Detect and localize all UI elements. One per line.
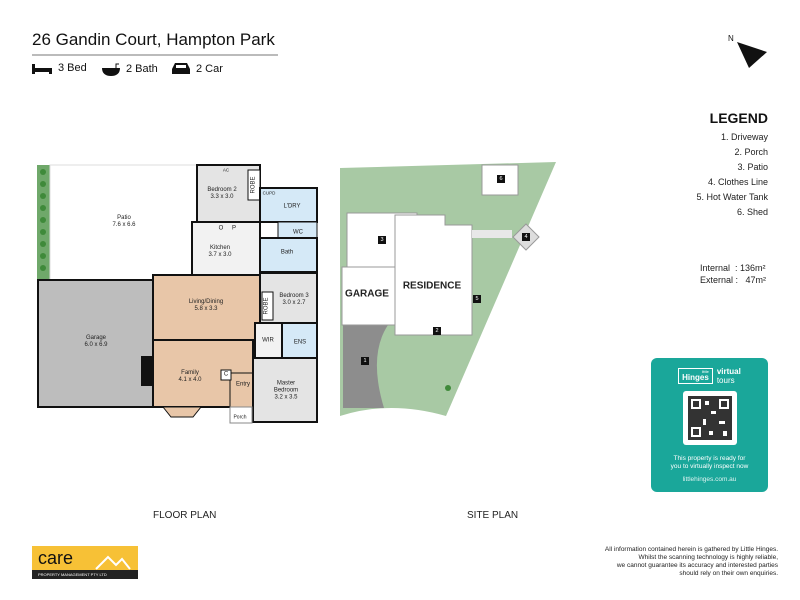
roof-icon [95, 555, 131, 570]
area-summary: Internal : 136m² External : 47m² [700, 262, 766, 286]
bath-count: 2 Bath [126, 63, 158, 75]
disclaimer: All information contained herein is gath… [604, 546, 778, 577]
qr-text: This property is ready for [673, 455, 746, 462]
logo-subtitle: PROPERTY MANAGEMENT PTY LTD [32, 570, 138, 579]
qr-code[interactable] [682, 391, 737, 445]
room-porch: Porch [233, 414, 247, 421]
bed-icon [32, 64, 52, 74]
marker-patio: 3 [378, 236, 386, 244]
bath-icon [102, 63, 120, 76]
marker-shed: 6 [497, 175, 505, 183]
product-line-2: tours [716, 376, 735, 385]
external-area: External : 47m² [700, 275, 767, 285]
virtual-tour-card[interactable]: little Hinges virtual tours This propert… [651, 358, 768, 492]
site-residence-label: RESIDENCE [402, 280, 462, 292]
legend-item: 4. Clothes Line [707, 177, 768, 187]
cupboard: CUPD [262, 190, 276, 196]
north-arrow-icon [737, 42, 767, 68]
marker-driveway: 1 [361, 357, 369, 365]
legend-item: 3. Patio [737, 162, 768, 172]
compass-label: N [728, 34, 734, 43]
pantry: P [231, 225, 237, 232]
room-bath: Bath [280, 249, 294, 256]
ac-unit: AC [222, 167, 230, 173]
feature-bath: 2 Bath [102, 62, 158, 76]
room-ensuite: ENS [293, 339, 307, 346]
care-logo: care PROPERTY MANAGEMENT PTY LTD [32, 546, 138, 579]
internal-area: Internal : 136m² [700, 263, 766, 273]
bed-count: 3 Bed [58, 62, 87, 74]
feature-bed: 3 Bed [32, 62, 87, 74]
legend-item: 6. Shed [736, 207, 768, 217]
little-hinges-logo: little Hinges virtual tours [651, 367, 768, 385]
marker-clothes-line: 4 [522, 233, 530, 241]
qr-url[interactable]: littlehinges.com.au [682, 476, 737, 483]
site-plan [340, 162, 556, 416]
brand-small: little [701, 369, 709, 374]
robe-bedroom-2: ROBE [250, 176, 257, 194]
car-icon [172, 63, 190, 74]
property-title: 26 Gandin Court, Hampton Park [32, 30, 275, 49]
legend: LEGEND 1. Driveway 2. Porch 3. Patio 4. … [696, 110, 768, 220]
logo-name: care [38, 548, 74, 568]
room-entry: Entry [235, 381, 251, 388]
room-wc: WC [293, 229, 303, 236]
cupboard-c: C [223, 371, 229, 378]
legend-item: 5. Hot Water Tank [696, 192, 768, 202]
brand-name: Hinges [682, 373, 709, 382]
room-laundry: L'DRY [283, 203, 301, 210]
car-count: 2 Car [196, 63, 223, 75]
product-line-1: virtual [716, 367, 741, 376]
site-plan-caption: SITE PLAN [467, 510, 519, 521]
feature-car: 2 Car [172, 62, 223, 76]
room-wir: WIR [262, 337, 274, 344]
title-divider [32, 54, 278, 56]
marker-hot-water-tank: 5 [473, 295, 481, 303]
legend-item: 2. Porch [734, 147, 768, 157]
qr-text: you to virtually inspect now [670, 463, 749, 470]
legend-title: LEGEND [709, 110, 768, 126]
robe-bedroom-3: ROBE [263, 297, 270, 315]
site-garage-label: GARAGE [345, 288, 389, 300]
marker-porch: 2 [433, 327, 441, 335]
floor-plan-caption: FLOOR PLAN [153, 510, 217, 521]
legend-item: 1. Driveway [720, 132, 768, 142]
floor-plan [37, 164, 318, 424]
oven: O [218, 225, 224, 232]
